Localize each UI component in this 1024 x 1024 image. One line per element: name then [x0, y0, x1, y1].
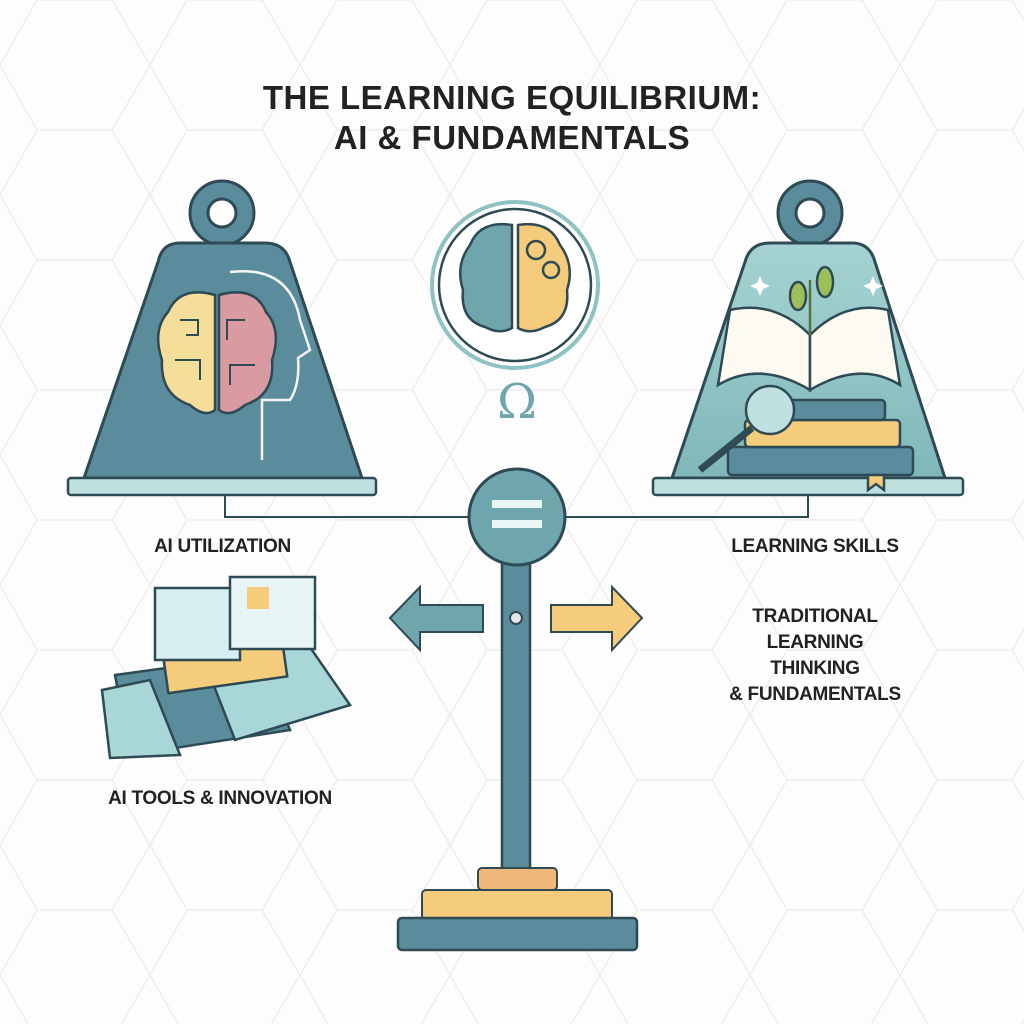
gear-icon — [541, 260, 561, 280]
equals-pivot — [467, 467, 567, 567]
fundamentals-line: THINKING — [770, 658, 860, 679]
center-brain-medallion — [430, 200, 600, 370]
gear-icon — [525, 239, 547, 261]
fundamentals-list: TRADITIONAL LEARNING THINKING & FUNDAMEN… — [700, 604, 930, 708]
head-outline-icon — [229, 269, 312, 460]
right-weight-books — [651, 179, 965, 497]
left-arrow-icon — [388, 584, 484, 653]
learning-skills-label: LEARNING SKILLS — [731, 536, 899, 557]
fundamentals-line: TRADITIONAL — [752, 606, 878, 627]
ai-tools-caption: AI TOOLS & INNOVATION — [108, 788, 332, 809]
brain-icon — [156, 291, 278, 415]
devices-illustration — [100, 575, 353, 760]
balance-stand — [396, 553, 639, 952]
page-title: THE LEARNING EQUILIBRIUM: AI & FUNDAMENT… — [0, 78, 1024, 158]
ai-utilization-label: AI UTILIZATION — [154, 536, 291, 557]
title-line-1: THE LEARNING EQUILIBRIUM: — [262, 79, 762, 116]
left-weight-ai — [66, 179, 378, 497]
right-arrow-icon — [550, 584, 644, 653]
omega-symbol: Ω — [497, 374, 537, 430]
fundamentals-line: LEARNING — [766, 632, 864, 653]
books-stack-icon — [697, 265, 915, 493]
balance-beam — [224, 495, 809, 518]
title-line-2: AI & FUNDAMENTALS — [333, 119, 691, 156]
fundamentals-line: & FUNDAMENTALS — [729, 684, 901, 705]
